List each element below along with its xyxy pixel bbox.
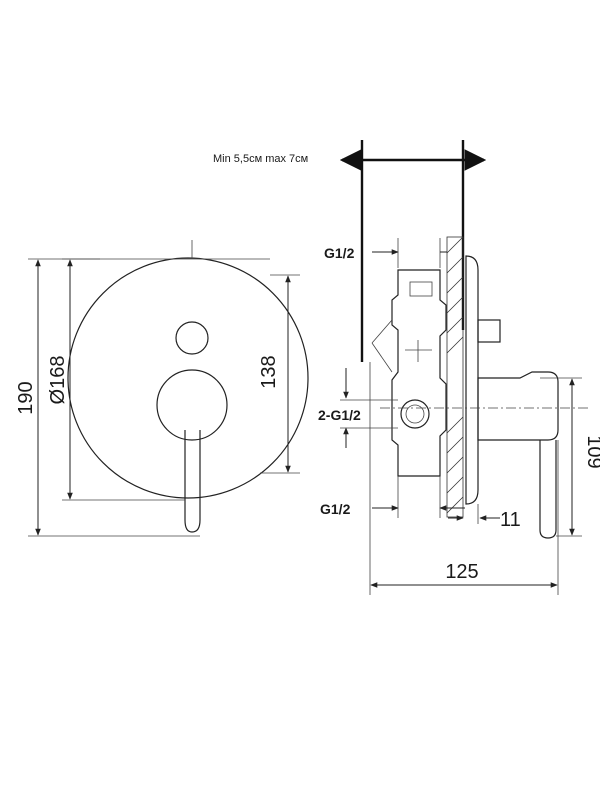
dim-label-125: 125	[445, 561, 478, 583]
lever-handle	[184, 430, 201, 533]
diverter-knob	[175, 321, 209, 355]
dim-label-168: Ø168	[47, 356, 69, 405]
handle-lever-side	[539, 440, 557, 539]
handle-body	[477, 371, 559, 441]
valve-body	[391, 269, 447, 477]
wall-thickness-note: Min 5,5cм max 7cм	[213, 153, 308, 165]
side-view: Min 5,5cм max 7cм	[213, 140, 600, 595]
cover-plate-side	[465, 255, 479, 505]
front-view: 190 Ø168 138	[15, 240, 309, 537]
dim-label-138: 138	[258, 355, 280, 388]
thread-middle-label: 2-G1/2	[318, 407, 361, 423]
diverter-stub	[477, 319, 501, 343]
dim-label-109: 109	[583, 435, 600, 468]
thread-bottom-label: G1/2	[320, 501, 351, 517]
outlet-port	[400, 399, 430, 429]
wall-hatch	[446, 236, 464, 518]
dim-label-190: 190	[15, 381, 37, 414]
thread-top-label: G1/2	[324, 245, 355, 261]
dim-label-11: 11	[500, 509, 521, 531]
control-body	[156, 369, 228, 441]
